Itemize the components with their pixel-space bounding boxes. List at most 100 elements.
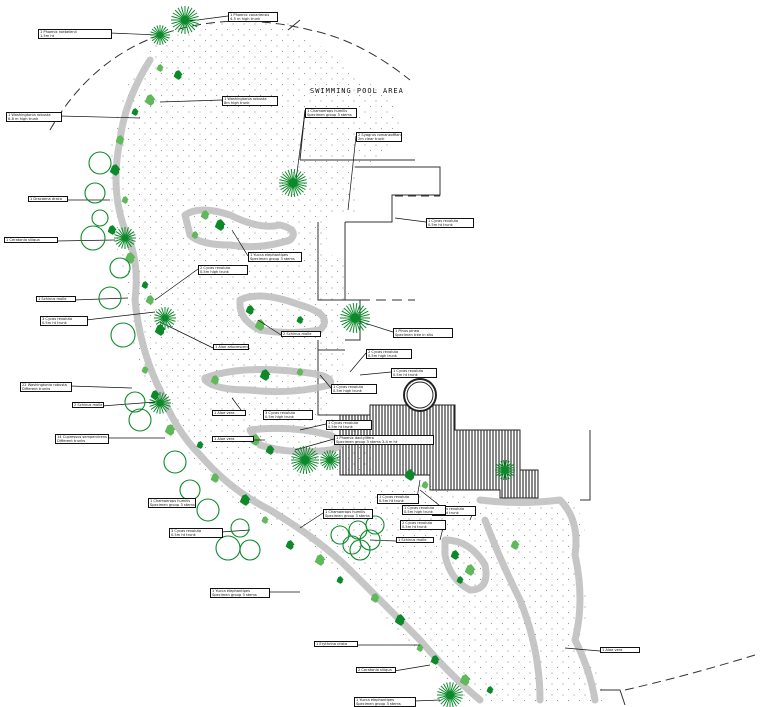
- shrub: [296, 368, 304, 376]
- shrub: [486, 686, 494, 694]
- plant-label-line: 0.5m high trunk: [265, 415, 294, 419]
- plant-label-line: Specimen group 3 stems: [250, 257, 295, 261]
- shrub: [404, 469, 416, 481]
- plant-label-line: Specimen group 3 stems: [325, 514, 370, 518]
- pool-structure: [287, 19, 626, 706]
- plant-label-line: 0.5m ht trunk: [328, 425, 353, 429]
- shrub: [239, 494, 251, 506]
- leader-line: [299, 512, 324, 529]
- tree-canopy: [330, 525, 350, 545]
- leader-line: [294, 438, 335, 451]
- leader-line: [101, 401, 156, 407]
- plant-label-line: 4-5 m high trunk: [230, 17, 261, 21]
- plant-label-line: 0.5m ht trunk: [379, 499, 404, 503]
- plant-label: 1 Aloe vera: [600, 647, 640, 653]
- palm-icon: [171, 6, 199, 34]
- plant-label-line: Different trunks: [57, 439, 86, 443]
- shrub: [259, 369, 271, 381]
- shrub: [430, 655, 440, 665]
- plant-label: 1 Erythrina crista: [314, 641, 358, 647]
- leader-line: [413, 699, 441, 702]
- tree-canopy: [365, 515, 385, 535]
- plant-label-line: 1 Cycas revoluta: [328, 421, 359, 425]
- leader-line: [394, 217, 427, 223]
- tree-canopy: [91, 209, 109, 227]
- shrub: [141, 366, 149, 374]
- plant-label-line: 1 Yucca elephantipes: [250, 253, 289, 257]
- plant-label-line: 1 Chamaerops humilis: [325, 510, 366, 514]
- area-title: SWIMMING POOL AREA: [310, 87, 404, 95]
- shrub: [131, 108, 139, 116]
- shrub: [464, 564, 476, 576]
- palm-icon: [114, 227, 136, 249]
- plant-label-line: Specimen group 3 stems: [212, 593, 257, 597]
- shrub: [254, 319, 266, 331]
- plant-label-line: 1 Cycas revoluta: [428, 219, 459, 223]
- plant-label-line: 2 Schinus molle: [283, 332, 312, 336]
- tree-canopy: [110, 322, 136, 348]
- plant-label-line: 1 Ceratonia siliqua: [6, 238, 40, 242]
- plant-label-line: 2 Schinus molle: [74, 403, 103, 407]
- plant-label-line: 0.5m ht trunk: [428, 223, 453, 227]
- plant-label: 1 Dracaena draco: [28, 196, 68, 202]
- plant-label: 1 Aloe vera: [212, 410, 246, 416]
- leader-line: [295, 111, 306, 181]
- shrub: [154, 324, 166, 336]
- palm-icon: [149, 392, 171, 414]
- tree-canopy: [196, 498, 220, 522]
- shrub: [370, 593, 380, 603]
- plant-label-line: 1 Aloe vera: [214, 411, 235, 415]
- shrub: [107, 225, 117, 235]
- plant-label-line: Specimen group 3 stems 3-4 m ht: [336, 440, 398, 444]
- shrub: [145, 295, 155, 305]
- plant-label-line: Different trunks: [22, 387, 51, 391]
- plant-label-line: 3 Cycas revoluta: [171, 529, 202, 533]
- shrub: [200, 210, 210, 220]
- palm-icon: [495, 460, 515, 480]
- plant-label-line: 1 Schinus molle: [38, 297, 67, 301]
- plant-label-line: 0.5m ht trunk: [393, 373, 418, 377]
- boundary-arc: [49, 20, 411, 131]
- plant-label-line: 1 Yucca elephantipes: [212, 589, 251, 593]
- plant-label-line: 1 Erythrina crista: [316, 642, 348, 646]
- plant-label-line: 0.5m high trunk: [368, 354, 397, 358]
- leader-line: [85, 311, 156, 321]
- plant-label: 1 Aloe vera: [212, 436, 254, 442]
- plant-label: 1 Schinus molle: [396, 537, 434, 543]
- lawn-area: [110, 20, 610, 705]
- tree-canopy: [128, 408, 152, 432]
- shrub: [296, 316, 304, 324]
- leader-line: [154, 268, 199, 301]
- plant-label-line: 1 Aloe vera: [214, 437, 235, 441]
- planting: [107, 64, 520, 694]
- plant-label-line: 1.5m ht: [40, 34, 55, 38]
- palm-icon: [437, 682, 463, 707]
- shrub: [164, 424, 176, 436]
- leader-line: [393, 664, 431, 672]
- tree-canopy: [349, 539, 371, 561]
- leader-line: [159, 321, 214, 349]
- shrub: [265, 445, 275, 455]
- leader-line: [55, 239, 116, 242]
- tree-canopy: [88, 151, 112, 175]
- shrub: [214, 219, 226, 231]
- shrub: [450, 550, 460, 560]
- plant-label-line: 1 Cycas revoluta: [393, 369, 424, 373]
- palm-icon: [279, 169, 307, 197]
